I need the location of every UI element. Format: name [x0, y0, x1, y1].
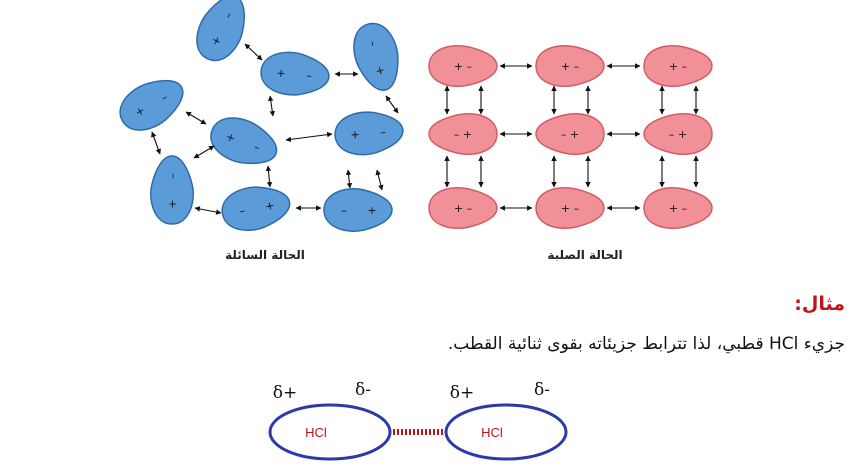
liquid-minus: –: [252, 140, 262, 154]
liquid-plus: +: [276, 66, 286, 80]
solid-charges: + –: [561, 202, 579, 215]
liquid-molecule: + –: [210, 117, 278, 165]
solid-state-panel: + – + – + – – + – + – +: [428, 45, 713, 262]
example-heading: مثال:: [794, 293, 845, 315]
solid-molecule: + –: [428, 187, 498, 229]
liquid-minus: –: [366, 39, 380, 48]
liquid-minus: –: [306, 69, 313, 82]
solid-charges: + –: [454, 60, 472, 73]
solid-molecule: + –: [643, 45, 713, 87]
liquid-plus: +: [166, 199, 179, 208]
solid-molecule: – +: [535, 113, 605, 155]
liquid-molecule: + –: [196, 0, 245, 62]
solid-attraction-arrows: [444, 63, 699, 211]
hcl-label-right: HCl: [481, 425, 503, 440]
hcl-label-left: HCl: [305, 425, 327, 440]
liquid-molecule: + –: [334, 111, 404, 156]
liquid-plus: +: [224, 130, 237, 145]
liquid-molecules: + – + – + – + – + –: [119, 0, 404, 232]
solid-molecule: – +: [643, 113, 713, 155]
solid-molecule: + –: [643, 187, 713, 229]
liquid-plus: +: [367, 204, 376, 217]
liquid-plus: +: [373, 65, 388, 77]
liquid-attraction-arrows: [151, 43, 399, 215]
liquid-molecule: + –: [260, 51, 330, 96]
solid-charges: + –: [669, 202, 687, 215]
solid-molecule: – +: [428, 113, 498, 155]
delta-minus-left: δ-: [355, 380, 371, 400]
solid-molecule: + –: [428, 45, 498, 87]
liquid-plus: +: [264, 199, 275, 213]
solid-molecule: + –: [535, 187, 605, 229]
delta-plus-left: δ+: [273, 383, 297, 403]
solid-charges: – +: [561, 128, 579, 141]
hcl-molecule-right: [444, 403, 568, 461]
liquid-minus: –: [166, 173, 179, 179]
solid-charges: + –: [561, 60, 579, 73]
liquid-state-caption: الحالة السائلة: [225, 248, 305, 262]
solid-molecule: + –: [535, 45, 605, 87]
liquid-molecule: + –: [323, 188, 393, 232]
hcl-molecule-left: [268, 403, 392, 461]
liquid-minus: –: [221, 10, 235, 20]
liquid-minus: –: [341, 204, 347, 217]
solid-charges: – +: [454, 128, 472, 141]
liquid-plus: +: [350, 128, 360, 142]
solid-charges: + –: [454, 202, 472, 215]
liquid-molecule: + –: [119, 79, 184, 131]
delta-plus-right: δ+: [450, 383, 474, 403]
liquid-molecule: + –: [221, 186, 291, 231]
solid-charges: – +: [669, 128, 687, 141]
hcl-dipole-diagram: δ+ δ- δ+ δ- HCl HCl: [268, 380, 568, 461]
liquid-molecule: + –: [150, 155, 194, 225]
solid-molecules: + – + – + – – + – + – +: [428, 45, 713, 229]
liquid-molecule: + –: [353, 22, 399, 91]
solid-state-caption: الحالة الصلبة: [547, 248, 622, 262]
delta-minus-right: δ-: [534, 380, 550, 400]
example-text: جزيء HCl قطبي، لذا تترابط جزيئاته بقوى ث…: [447, 334, 845, 354]
liquid-minus: –: [380, 126, 387, 139]
solid-charges: + –: [669, 60, 687, 73]
liquid-minus: –: [238, 204, 246, 218]
liquid-minus: –: [159, 90, 170, 104]
liquid-state-panel: + – + – + – + – + –: [119, 0, 404, 262]
